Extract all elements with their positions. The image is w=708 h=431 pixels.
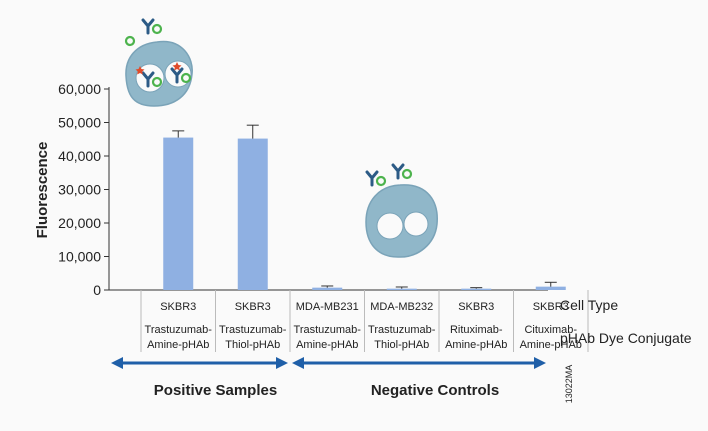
bar xyxy=(386,288,417,290)
conjugate-label-line2: Amine-pHAb xyxy=(296,339,358,351)
conjugate-label-line2: Thiol-pHAb xyxy=(374,339,429,351)
cell-type-label: SKBR3 xyxy=(160,301,196,313)
y-tick-label: 30,000 xyxy=(58,182,101,198)
positive-samples-arrow-head-right xyxy=(276,357,288,369)
conjugate-label-line1: Rituximab- xyxy=(450,324,503,336)
y-tick-label: 60,000 xyxy=(58,81,101,97)
cell-type-label: MDA-MB232 xyxy=(370,301,433,313)
row-label-conjugate: pHAb Dye Conjugate xyxy=(560,330,692,346)
cell-type-label: MDA-MB231 xyxy=(296,301,359,313)
y-tick-label: 20,000 xyxy=(58,215,101,231)
cell-non-internalized-illustration xyxy=(365,163,438,258)
conjugate-label-line2: Amine-pHAb xyxy=(445,339,507,351)
group-label-positive: Positive Samples xyxy=(154,382,277,399)
negative-controls-arrow-head-right xyxy=(534,357,546,369)
cell-type-label: SKBR3 xyxy=(235,301,271,313)
cell-internalized-illustration xyxy=(124,18,193,107)
y-tick-label: 10,000 xyxy=(58,249,101,265)
row-label-cell-type: Cell Type xyxy=(560,297,618,313)
conjugate-label-line1: Trastuzumab- xyxy=(294,324,362,336)
conjugate-label-line2: Amine-pHAb xyxy=(520,339,582,351)
conjugate-label-line2: Amine-pHAb xyxy=(147,339,209,351)
group-label-negative: Negative Controls xyxy=(371,382,499,399)
conjugate-label-line1: Trastuzumab- xyxy=(145,324,213,336)
positive-samples-arrow-head-left xyxy=(111,357,123,369)
conjugate-label-line2: Thiol-pHAb xyxy=(225,339,280,351)
antibody-icon xyxy=(141,18,163,35)
conjugate-label-line1: Trastuzumab- xyxy=(368,324,436,336)
bar xyxy=(163,137,194,290)
dye-star-icon xyxy=(172,62,182,71)
y-axis-label: Fluorescence xyxy=(34,142,51,239)
antibody-icon xyxy=(365,170,387,187)
y-tick-label: 50,000 xyxy=(58,115,101,131)
cell-type-label: SKBR3 xyxy=(533,301,569,313)
figure-id: 13022MA xyxy=(564,365,574,404)
bar xyxy=(535,286,566,290)
conjugate-label-line1: Cituximab- xyxy=(524,324,577,336)
negative-controls-arrow-head-left xyxy=(292,357,304,369)
conjugate-label-line1: Trastuzumab- xyxy=(219,324,287,336)
bar xyxy=(312,287,343,290)
cell-type-label: SKBR3 xyxy=(458,301,494,313)
dye-star-icon xyxy=(135,66,145,75)
y-tick-label: 40,000 xyxy=(58,148,101,164)
antibody-icon xyxy=(391,163,413,180)
bar xyxy=(237,138,268,290)
y-tick-label: 0 xyxy=(93,282,101,298)
bar xyxy=(461,288,492,290)
